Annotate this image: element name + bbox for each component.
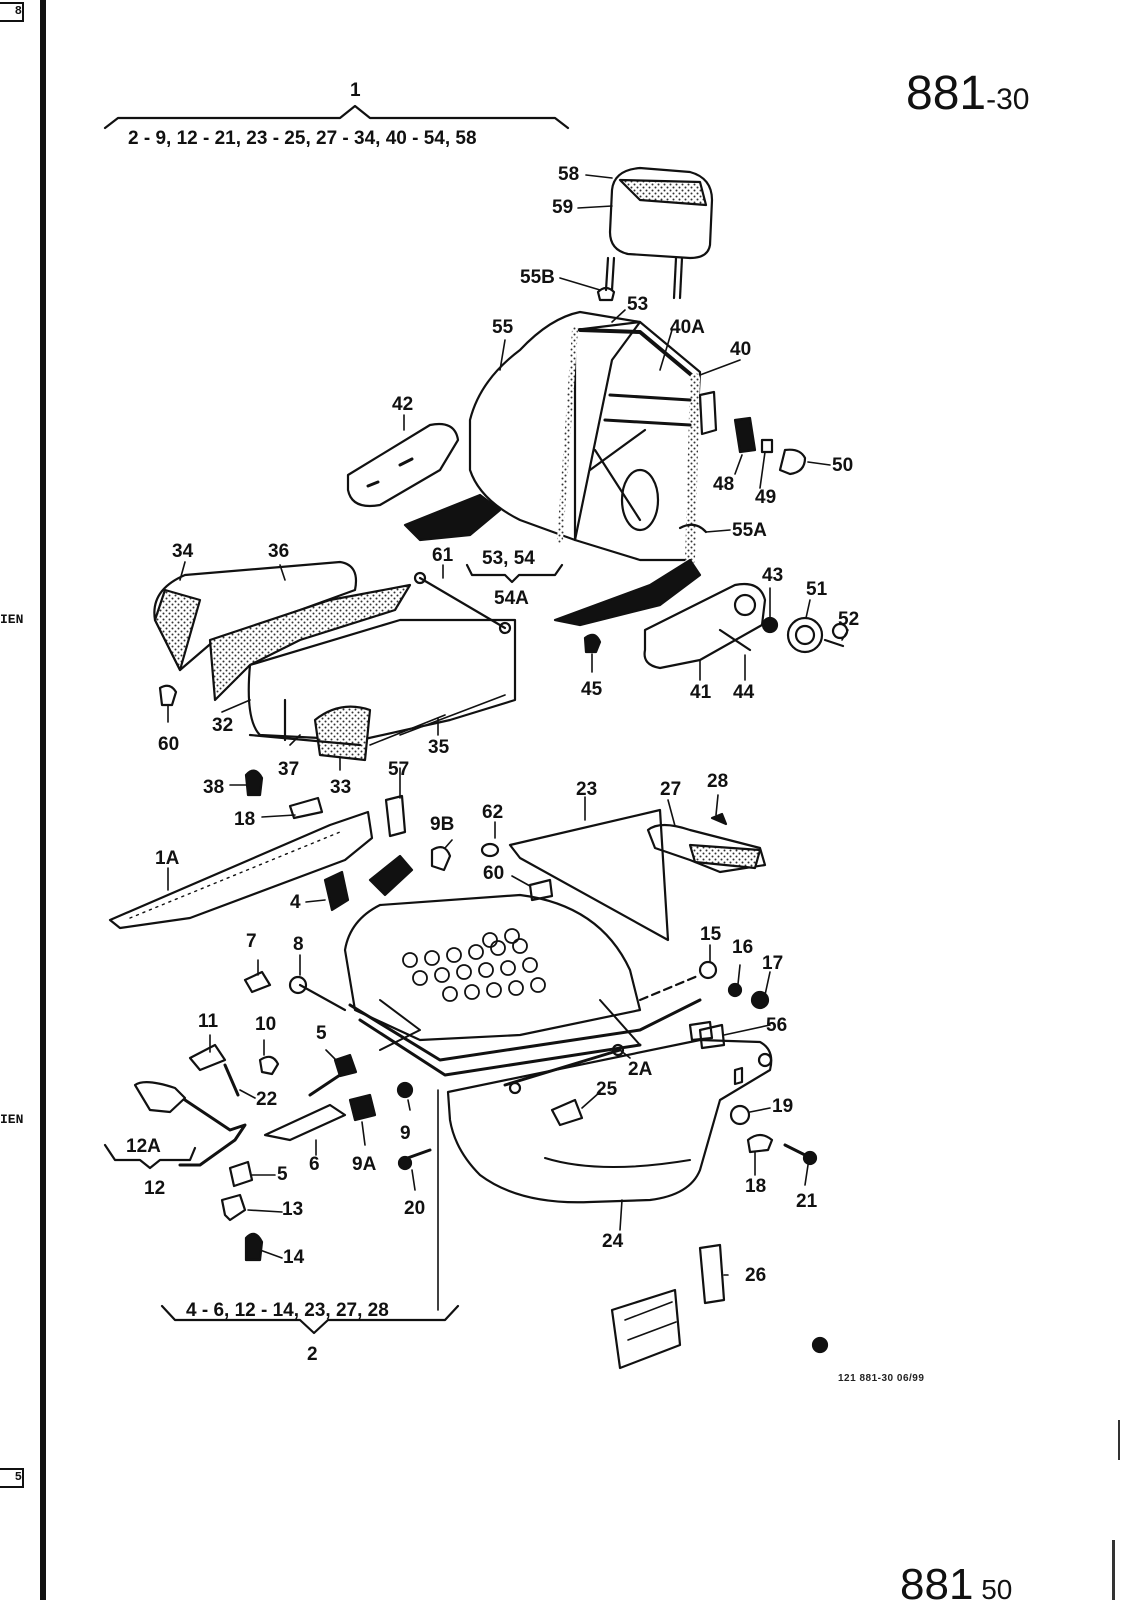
callout-2A: 2A bbox=[628, 1059, 653, 1080]
group-1-number: 1 bbox=[350, 80, 361, 101]
callout-58: 58 bbox=[558, 164, 580, 185]
recliner-right bbox=[553, 558, 702, 627]
callout-24: 24 bbox=[602, 1231, 624, 1252]
side-cover-41 bbox=[643, 582, 767, 670]
group-2-range: 4 - 6, 12 - 14, 23, 27, 28 bbox=[186, 1300, 389, 1321]
callout-55B: 55B bbox=[520, 267, 555, 288]
callout-27: 27 bbox=[660, 779, 682, 800]
drawing-code: 121 881-30 06/99 bbox=[838, 1373, 925, 1384]
callout-52: 52 bbox=[838, 609, 860, 630]
seat-frame bbox=[298, 893, 702, 1077]
binding-edge bbox=[40, 0, 46, 1600]
callout-40: 40 bbox=[730, 339, 752, 360]
callout-7: 7 bbox=[246, 931, 257, 952]
callout-28: 28 bbox=[707, 771, 729, 792]
callout-6: 6 bbox=[309, 1154, 320, 1175]
headrest bbox=[596, 166, 714, 302]
callout-11: 11 bbox=[198, 1011, 219, 1032]
callout-8: 8 bbox=[293, 934, 304, 955]
seat-panel-23 bbox=[508, 808, 670, 942]
callout-55A: 55A bbox=[732, 520, 767, 541]
edge-text-2: IEN bbox=[0, 1112, 24, 1127]
callout-18-top: 18 bbox=[234, 809, 256, 830]
seat-tray-24 bbox=[446, 1038, 773, 1204]
recliner-left bbox=[403, 493, 502, 542]
bracket-group-2 bbox=[160, 1304, 460, 1335]
callout-26: 26 bbox=[745, 1265, 767, 1286]
callout-59: 59 bbox=[552, 197, 574, 218]
callout-40A: 40A bbox=[670, 317, 705, 338]
group-54A-number: 54A bbox=[494, 588, 529, 609]
callout-33: 33 bbox=[330, 777, 352, 798]
page-tab-top: 8 bbox=[0, 2, 24, 22]
callout-55: 55 bbox=[492, 317, 514, 338]
right-rule-bottom bbox=[1112, 1540, 1115, 1600]
side-cover-left bbox=[346, 422, 460, 508]
callout-60-top: 60 bbox=[158, 734, 180, 755]
callout-9B: 9B bbox=[430, 814, 455, 835]
callout-5-lower: 5 bbox=[277, 1164, 288, 1185]
callout-14: 14 bbox=[283, 1247, 305, 1268]
callout-25: 25 bbox=[596, 1079, 618, 1100]
callout-9A: 9A bbox=[352, 1154, 377, 1175]
group-1-range: 2 - 9, 12 - 21, 23 - 25, 27 - 34, 40 - 5… bbox=[128, 128, 477, 149]
side-trim-1A bbox=[108, 810, 374, 930]
group-53-54-range: 53, 54 bbox=[482, 548, 535, 569]
callout-13: 13 bbox=[282, 1199, 304, 1220]
callout-50: 50 bbox=[832, 455, 854, 476]
page-tab-bottom: 5 bbox=[0, 1468, 24, 1488]
callout-23: 23 bbox=[576, 779, 598, 800]
callout-56: 56 bbox=[766, 1015, 788, 1036]
backrest bbox=[468, 310, 807, 565]
callout-45: 45 bbox=[581, 679, 603, 700]
callout-1A: 1A bbox=[155, 848, 180, 869]
callout-16: 16 bbox=[732, 937, 754, 958]
group-12-range: 12A bbox=[126, 1136, 161, 1157]
callout-22: 22 bbox=[256, 1089, 278, 1110]
callout-44: 44 bbox=[733, 682, 755, 703]
callout-4: 4 bbox=[290, 892, 301, 913]
callout-61: 61 bbox=[432, 545, 454, 566]
edge-text-1: IEN bbox=[0, 612, 24, 627]
seat-cushion bbox=[153, 560, 517, 797]
callout-41: 41 bbox=[690, 682, 712, 703]
page-number: 881-30 bbox=[906, 67, 1030, 120]
bracket-group-12 bbox=[103, 1143, 197, 1170]
callout-37: 37 bbox=[278, 759, 300, 780]
callout-57: 57 bbox=[388, 759, 410, 780]
callout-32: 32 bbox=[212, 715, 234, 736]
callout-49: 49 bbox=[755, 487, 777, 508]
callout-60-mid: 60 bbox=[483, 863, 505, 884]
callout-17: 17 bbox=[762, 953, 784, 974]
callout-62: 62 bbox=[482, 802, 504, 823]
callout-18-bottom: 18 bbox=[745, 1176, 767, 1197]
group-2-number: 2 bbox=[307, 1344, 318, 1365]
callout-34: 34 bbox=[172, 541, 194, 562]
callout-43: 43 bbox=[762, 565, 784, 586]
side-trim-27 bbox=[646, 823, 767, 874]
callout-21: 21 bbox=[796, 1191, 818, 1212]
right-rule bbox=[1118, 1420, 1120, 1460]
callout-9: 9 bbox=[400, 1123, 411, 1144]
callout-42: 42 bbox=[392, 394, 414, 415]
group-12-number: 12 bbox=[144, 1178, 166, 1199]
bracket-group-1 bbox=[103, 104, 570, 130]
callout-15: 15 bbox=[700, 924, 722, 945]
callout-53: 53 bbox=[627, 294, 649, 315]
callout-19: 19 bbox=[772, 1096, 794, 1117]
callout-48: 48 bbox=[713, 474, 735, 495]
callout-5-upper: 5 bbox=[316, 1023, 327, 1044]
callout-10: 10 bbox=[255, 1014, 277, 1035]
callout-36: 36 bbox=[268, 541, 290, 562]
callout-20: 20 bbox=[404, 1198, 426, 1219]
callout-38: 38 bbox=[203, 777, 225, 798]
bracket-group-53-54 bbox=[465, 563, 564, 584]
callout-51: 51 bbox=[806, 579, 828, 600]
callout-35: 35 bbox=[428, 737, 450, 758]
